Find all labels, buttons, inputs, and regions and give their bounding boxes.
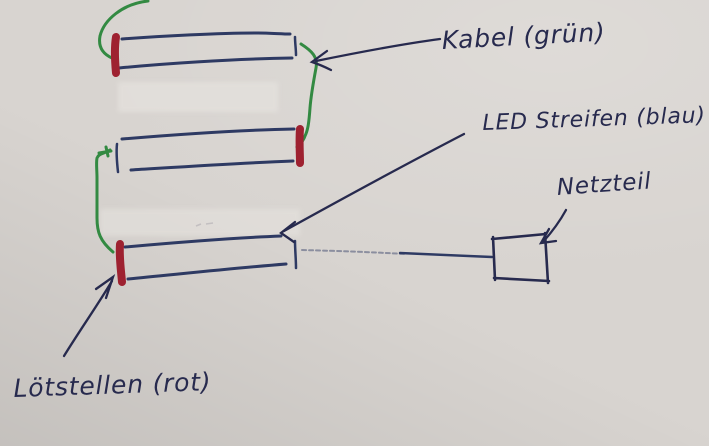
arrow-line (282, 132, 466, 233)
faint-pen-marks (195, 222, 214, 227)
led-strip-1 (117, 31, 298, 70)
arrowhead (94, 274, 116, 300)
solder-joint-strip3-left (115, 240, 126, 286)
arrow-line (314, 37, 442, 63)
arrow-led-strip-label (279, 132, 466, 244)
arrowhead (538, 227, 558, 245)
strip3-right-end (293, 239, 298, 270)
arrow-line (62, 279, 114, 358)
cable-left-hook (97, 145, 113, 158)
power-supply-box (490, 231, 551, 285)
strip2-top-edge (120, 127, 296, 141)
whiteout-patches (100, 82, 300, 236)
arrowhead (309, 49, 333, 72)
cable-left-strip2-strip3 (95, 148, 115, 254)
solder-joints (110, 33, 304, 286)
arrow-line (541, 208, 568, 244)
connector-wire-faint (301, 249, 406, 255)
strip2-bottom-edge (129, 159, 295, 172)
led-strips (115, 31, 298, 281)
strip1-bottom-edge (117, 56, 294, 70)
strip1-right-end (293, 35, 298, 57)
led-strip-2 (115, 127, 296, 174)
arrow-power-supply-label (538, 208, 568, 245)
arrow-solder-label (62, 274, 116, 358)
strip1-top-edge (120, 31, 292, 41)
connector-wire-solid (398, 251, 494, 259)
strip3-bottom-edge (126, 262, 288, 281)
cable-top-left (98, 0, 150, 60)
solder-joint-strip1-left (110, 33, 120, 77)
arrow-cable-label (309, 37, 442, 72)
arrowhead (279, 220, 297, 244)
annotation-arrows (62, 37, 568, 358)
whiteout-patch (118, 82, 278, 112)
strip2-left-end (115, 142, 120, 174)
led-strip-3 (123, 234, 298, 281)
strip3-top-edge (123, 234, 283, 249)
whiteout-patch (100, 209, 300, 236)
connector-wire (301, 249, 494, 259)
power-supply-outline (490, 231, 551, 285)
